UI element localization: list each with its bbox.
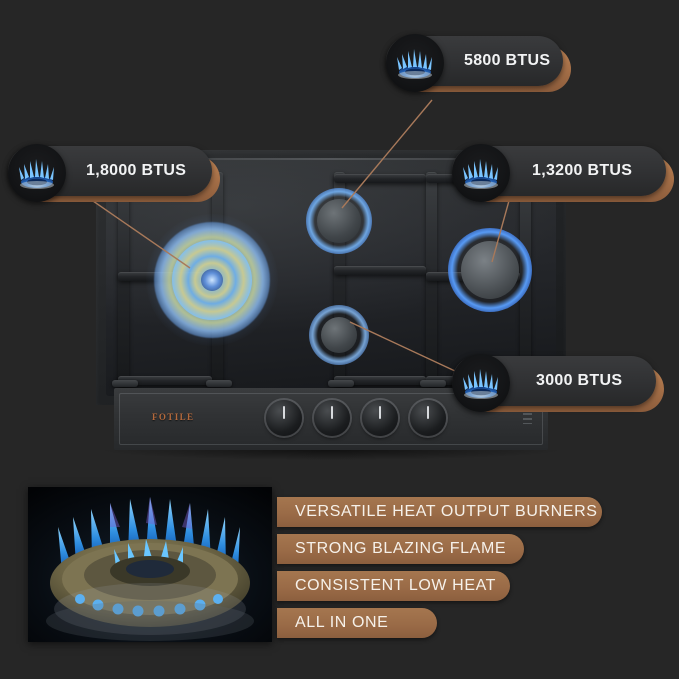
callout-value: 1,8000 BTUS [86,162,187,179]
control-knob[interactable] [314,400,350,436]
burner-left [146,214,278,346]
burner-right [448,228,532,312]
burner-closeup-photo [28,487,272,642]
feature-bar: CONSISTENT LOW HEAT [277,571,510,601]
control-knob[interactable] [266,400,302,436]
gas-flame-icon [8,144,66,202]
cooktop-edge-highlight [106,158,556,160]
gas-flame-icon [452,144,510,202]
brand-logo: FOTILE [152,412,195,422]
panel-indicator [523,408,532,424]
cooktop-base-shadow [102,450,560,460]
feature-bar: ALL IN ONE [277,608,437,638]
callout-burner-bottom[interactable]: 3000 BTUS [452,354,664,412]
grate-foot [420,380,446,387]
callout-burner-top[interactable]: 5800 BTUS [386,34,571,92]
grate-foot [206,380,232,387]
callout-value: 3000 BTUS [536,372,623,389]
control-knob[interactable] [410,400,446,436]
grate-bar [334,266,426,275]
control-knob[interactable] [362,400,398,436]
grate-bar [334,172,345,384]
gas-flame-icon [452,354,510,412]
burner-cap [317,199,361,243]
control-panel-border [119,393,543,445]
grate-bar [334,376,426,385]
grate-bar [334,174,426,183]
burner-core [201,269,223,291]
callout-value: 1,3200 BTUS [532,162,633,179]
burner-cap [321,317,357,353]
callout-burner-right[interactable]: 1,3200 BTUS [452,144,674,202]
burner-top [306,188,372,254]
callout-value: 5800 BTUS [464,52,551,69]
feature-bar: VERSATILE HEAT OUTPUT BURNERS [277,497,602,527]
grate-foot [328,380,354,387]
callout-burner-left[interactable]: 1,8000 BTUS [8,144,220,202]
grate-foot [112,380,138,387]
grate-bar [118,376,212,385]
feature-bar: STRONG BLAZING FLAME [277,534,524,564]
burner-cap [461,241,519,299]
gas-flame-icon [386,34,444,92]
burner-bottom [309,305,369,365]
